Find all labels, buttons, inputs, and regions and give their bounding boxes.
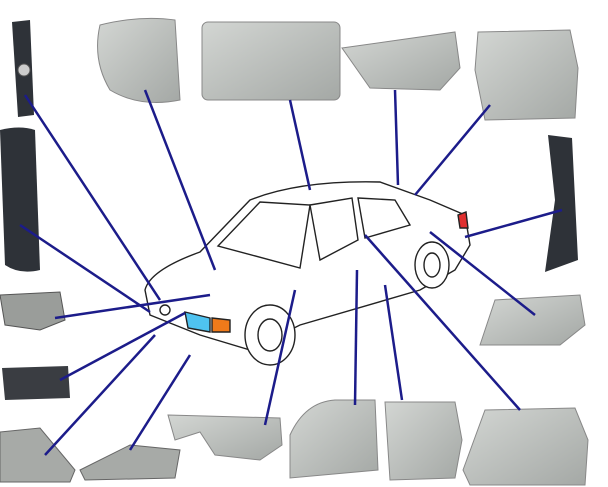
front-door — [289, 399, 379, 479]
rear-bumper — [545, 135, 578, 272]
car-illustration — [144, 181, 471, 366]
leader-line-trunk-lid — [393, 89, 400, 186]
trunk-lid — [341, 31, 461, 91]
leader-line-radiator-support — [59, 311, 186, 382]
leader-line-roof — [288, 99, 312, 191]
leader-line-grille — [23, 94, 162, 301]
leader-line-fender — [263, 289, 297, 426]
rear-door — [384, 401, 463, 481]
leader-lines — [19, 89, 563, 456]
roof-panel — [201, 21, 341, 101]
front-bumper — [0, 127, 40, 272]
leader-line-front-bumper — [19, 223, 151, 314]
hood — [97, 17, 181, 103]
leader-line-apron — [128, 354, 192, 451]
front-fender — [167, 414, 283, 461]
radiator-support — [2, 366, 70, 400]
front-apron — [79, 444, 181, 481]
leader-line-subframe — [54, 293, 211, 320]
inner-fender — [0, 427, 76, 483]
leader-line-tailgate — [414, 104, 491, 196]
leader-line-rear-quarter — [429, 231, 536, 316]
side-frame — [462, 407, 589, 486]
leader-line-rear-bumper — [464, 208, 563, 239]
tailgate — [474, 29, 579, 121]
rear-quarter-panel — [479, 294, 586, 346]
leader-line-inner-fender — [44, 334, 156, 456]
leader-line-hood — [143, 89, 217, 271]
leader-line-rear-door — [383, 284, 404, 401]
leader-line-front-door — [353, 269, 359, 406]
front-subframe — [0, 291, 66, 331]
radiator-grille — [12, 20, 34, 117]
leader-line-side-frame — [364, 234, 521, 411]
